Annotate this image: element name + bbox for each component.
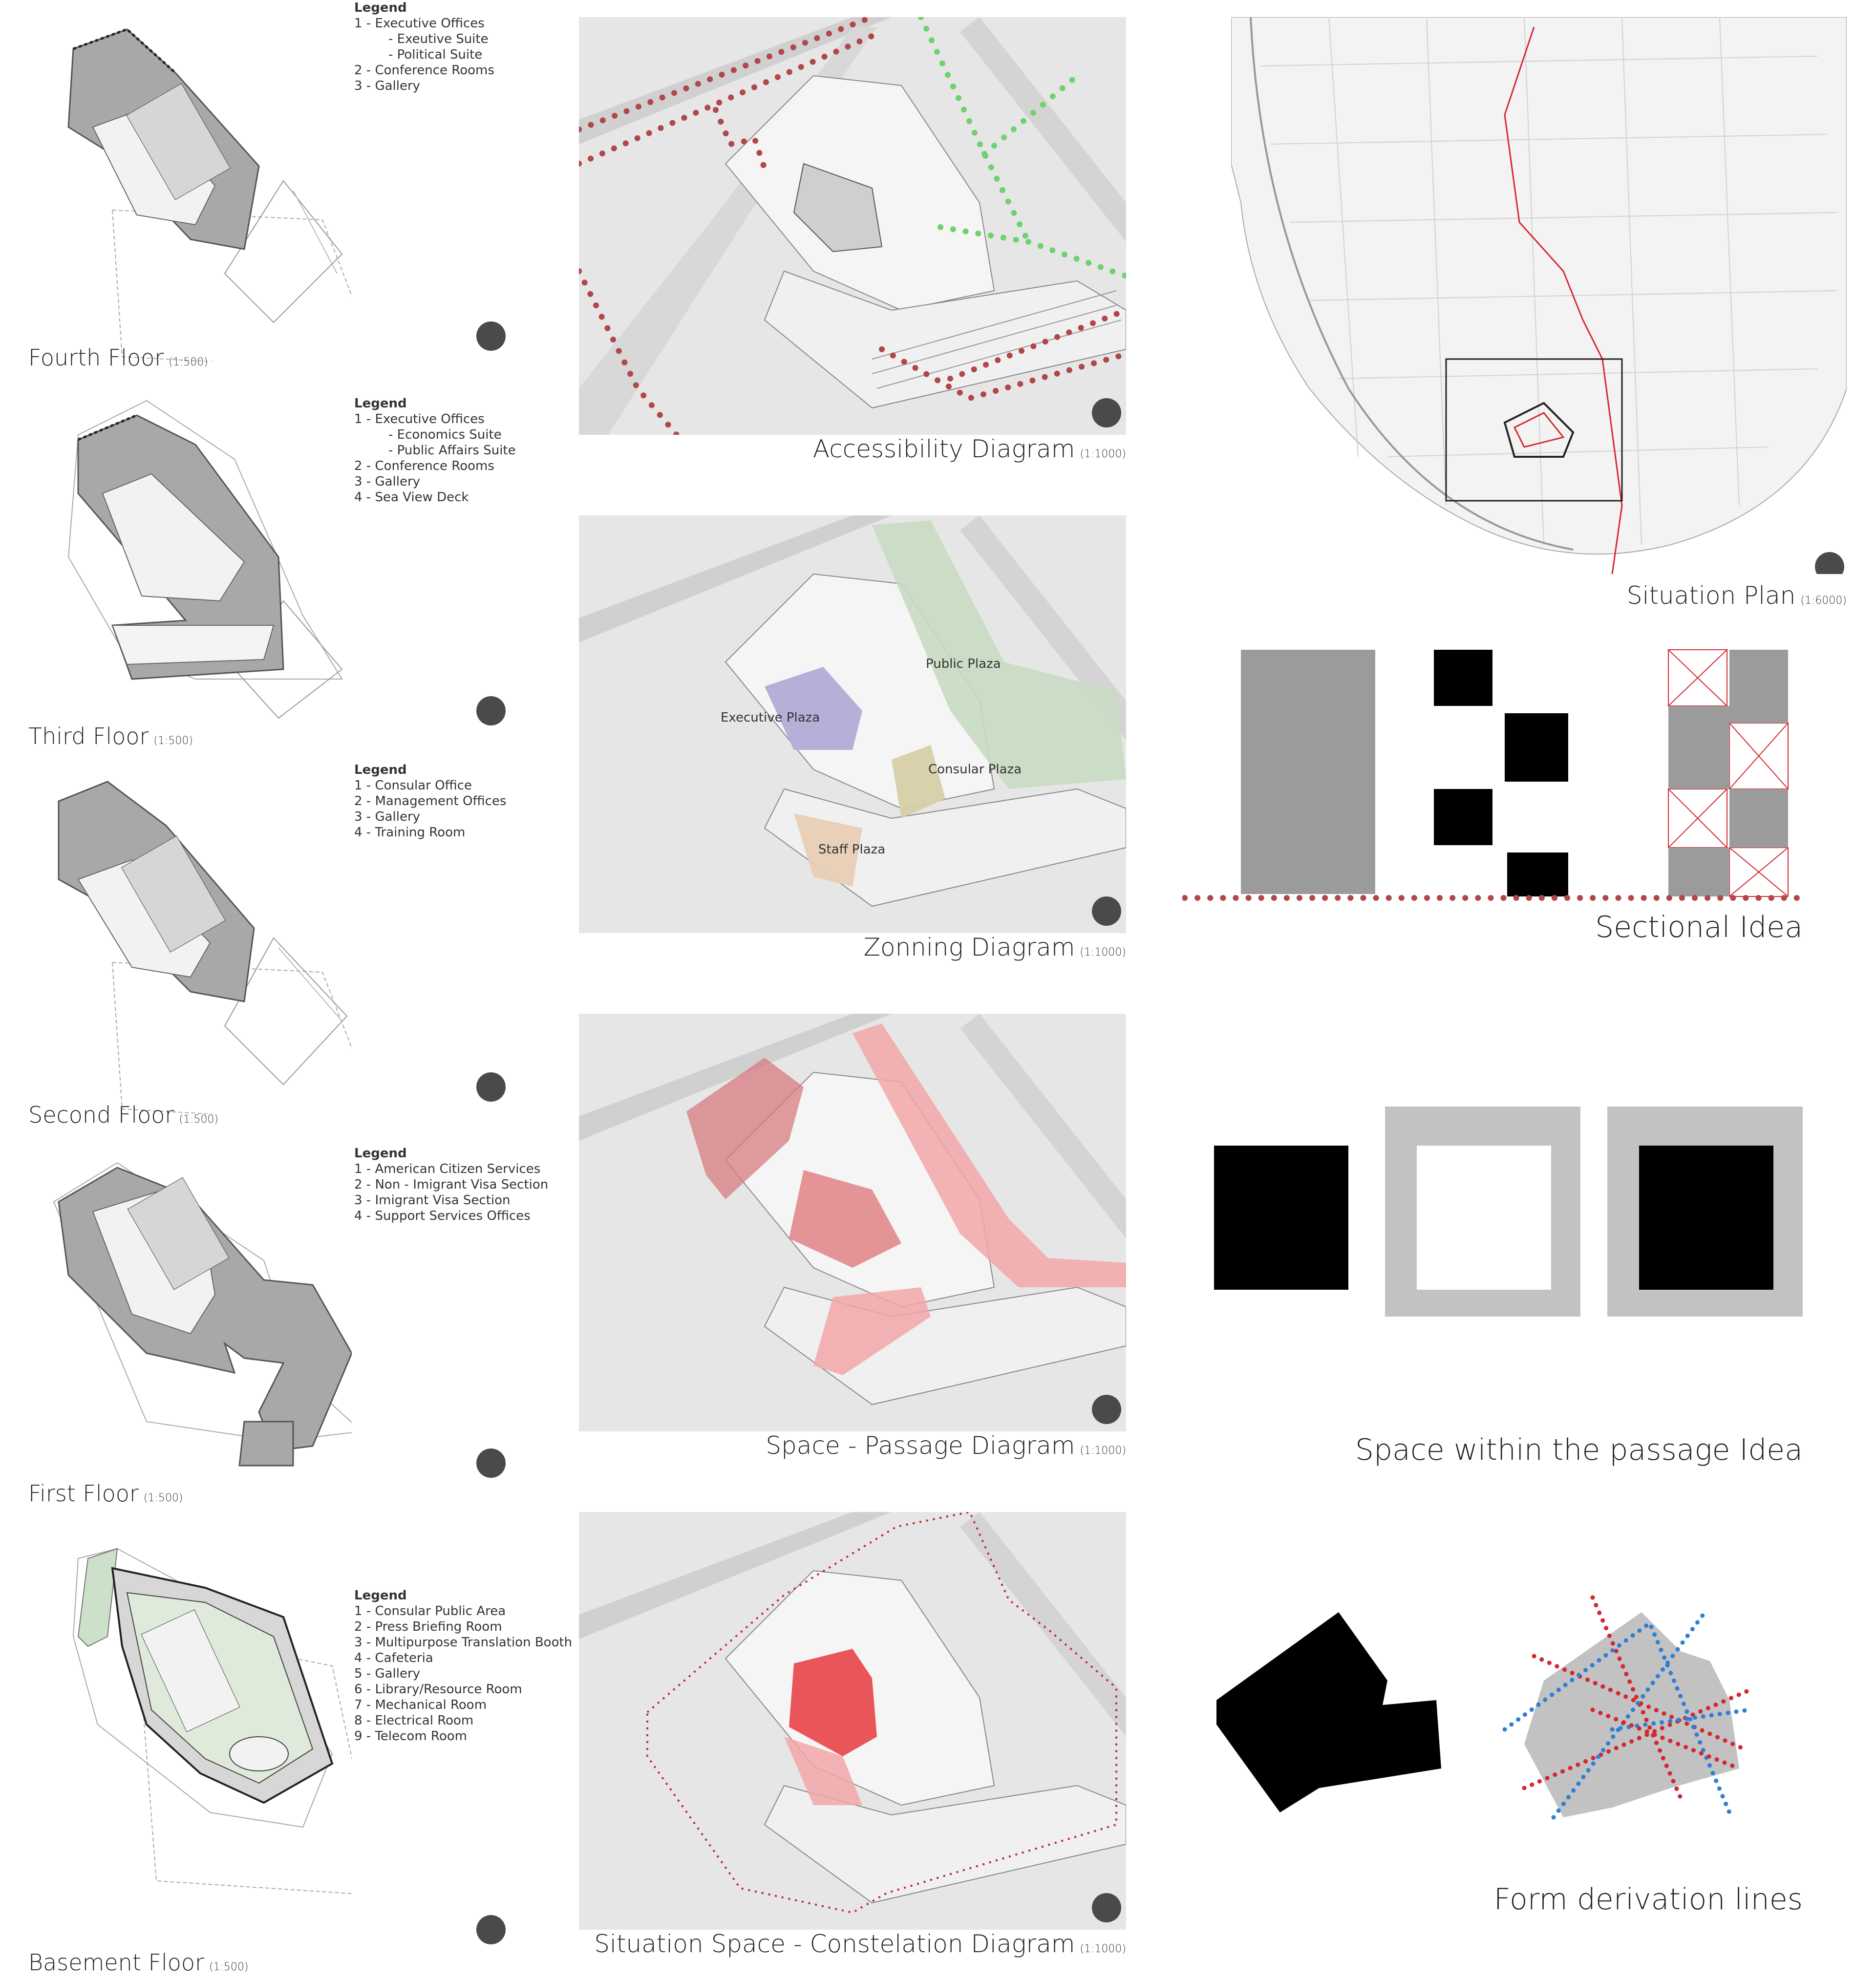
legend-item: 7 - Mechanical Room bbox=[354, 1698, 487, 1712]
legend-item: 1 - Executive Offices bbox=[354, 16, 485, 31]
zone-label-public: Public Plaza bbox=[926, 657, 1001, 671]
legend-item: 4 - Support Services Offices bbox=[354, 1209, 531, 1223]
north-marker-icon bbox=[476, 1448, 506, 1478]
legend-item: 2 - Management Offices bbox=[354, 794, 507, 809]
legend-item: 4 - Training Room bbox=[354, 825, 466, 840]
legend-item: 2 - Press Briefing Room bbox=[354, 1619, 502, 1634]
legend-item: - Economics Suite bbox=[388, 427, 502, 442]
legend-item: 6 - Library/Resource Room bbox=[354, 1682, 522, 1697]
sectional-idea-title: Sectional Idea bbox=[1595, 910, 1803, 944]
legend: Legend 1 - Executive Offices - Exeutive … bbox=[354, 0, 494, 94]
space-passage-idea-title: Space within the passage Idea bbox=[1355, 1433, 1803, 1467]
legend: Legend 1 - Executive Offices - Economics… bbox=[354, 396, 516, 505]
legend-item: 1 - American Citizen Services bbox=[354, 1162, 541, 1176]
third-floor-plan bbox=[49, 396, 352, 738]
floor-title: Fourth Floor(1:500) bbox=[28, 344, 208, 371]
legend-title: Legend bbox=[354, 1588, 407, 1603]
floor-title: First Floor(1:500) bbox=[28, 1480, 183, 1507]
north-marker-icon bbox=[476, 321, 506, 351]
legend: Legend 1 - Consular Public Area 2 - Pres… bbox=[354, 1588, 572, 1744]
legend-item: 2 - Conference Rooms bbox=[354, 459, 494, 473]
legend-item: 2 - Non - Imigrant Visa Section bbox=[354, 1177, 549, 1192]
situation-plan-title: Situation Plan(1:6000) bbox=[1626, 581, 1847, 610]
legend-item: 2 - Conference Rooms bbox=[354, 63, 494, 78]
basement-floor-plan bbox=[49, 1539, 352, 1905]
legend-item: 8 - Electrical Room bbox=[354, 1713, 474, 1728]
legend-item: 5 - Gallery bbox=[354, 1666, 421, 1681]
space-passage-diagram bbox=[579, 1014, 1126, 1431]
legend: Legend 1 - American Citizen Services 2 -… bbox=[354, 1146, 548, 1224]
sectional-idea-diagram bbox=[1182, 645, 1808, 904]
legend-item: 1 - Executive Offices bbox=[354, 412, 485, 426]
floor-title: Third Floor(1:500) bbox=[28, 723, 193, 749]
diagram-title: Situation Space - Constelation Diagram(1… bbox=[594, 1930, 1126, 1958]
second-floor-plan bbox=[49, 772, 352, 1114]
space-passage-idea-diagram bbox=[1212, 1107, 1808, 1321]
diagram-title: Accessibility Diagram(1:1000) bbox=[812, 435, 1126, 463]
legend-item: 1 - Consular Public Area bbox=[354, 1604, 506, 1619]
floor-title: Basement Floor(1:500) bbox=[28, 1949, 249, 1976]
zone-label-staff: Staff Plaza bbox=[818, 842, 885, 857]
legend-title: Legend bbox=[354, 396, 407, 411]
constellation-diagram bbox=[579, 1512, 1126, 1930]
first-floor-plan bbox=[49, 1148, 352, 1490]
diagram-title: Space - Passage Diagram(1:1000) bbox=[766, 1431, 1126, 1460]
north-marker-icon bbox=[476, 696, 506, 725]
legend-item: - Exeutive Suite bbox=[388, 32, 489, 46]
legend-item: 4 - Cafeteria bbox=[354, 1651, 433, 1665]
zone-label-executive: Executive Plaza bbox=[721, 710, 820, 725]
legend-item: 4 - Sea View Deck bbox=[354, 490, 469, 505]
legend-item: 3 - Imigrant Visa Section bbox=[354, 1193, 511, 1208]
legend-item: 9 - Telecom Room bbox=[354, 1729, 467, 1744]
north-marker-icon bbox=[476, 1915, 506, 1944]
fourth-floor-plan bbox=[49, 20, 352, 362]
form-derivation-title: Form derivation lines bbox=[1493, 1882, 1803, 1917]
legend-title: Legend bbox=[354, 0, 407, 15]
situation-plan bbox=[1231, 17, 1847, 574]
legend-item: 3 - Multipurpose Translation Booth bbox=[354, 1635, 573, 1650]
legend-item: 3 - Gallery bbox=[354, 809, 421, 824]
legend-item: - Political Suite bbox=[388, 47, 483, 62]
legend: Legend 1 - Consular Office 2 - Managemen… bbox=[354, 762, 506, 840]
north-marker-icon bbox=[476, 1072, 506, 1102]
legend-item: 3 - Gallery bbox=[354, 474, 421, 489]
legend-title: Legend bbox=[354, 763, 407, 777]
accessibility-diagram bbox=[579, 17, 1126, 435]
legend-title: Legend bbox=[354, 1146, 407, 1161]
zoning-diagram: Public Plaza Executive Plaza Consular Pl… bbox=[579, 515, 1126, 933]
legend-item: 1 - Consular Office bbox=[354, 778, 472, 793]
legend-item: - Public Affairs Suite bbox=[388, 443, 516, 458]
diagram-title: Zonning Diagram(1:1000) bbox=[863, 933, 1126, 961]
form-derivation-diagram bbox=[1212, 1583, 1812, 1827]
zone-label-consular: Consular Plaza bbox=[928, 762, 1022, 777]
legend-item: 3 - Gallery bbox=[354, 79, 421, 93]
floor-title: Second Floor(1:500) bbox=[28, 1102, 218, 1128]
